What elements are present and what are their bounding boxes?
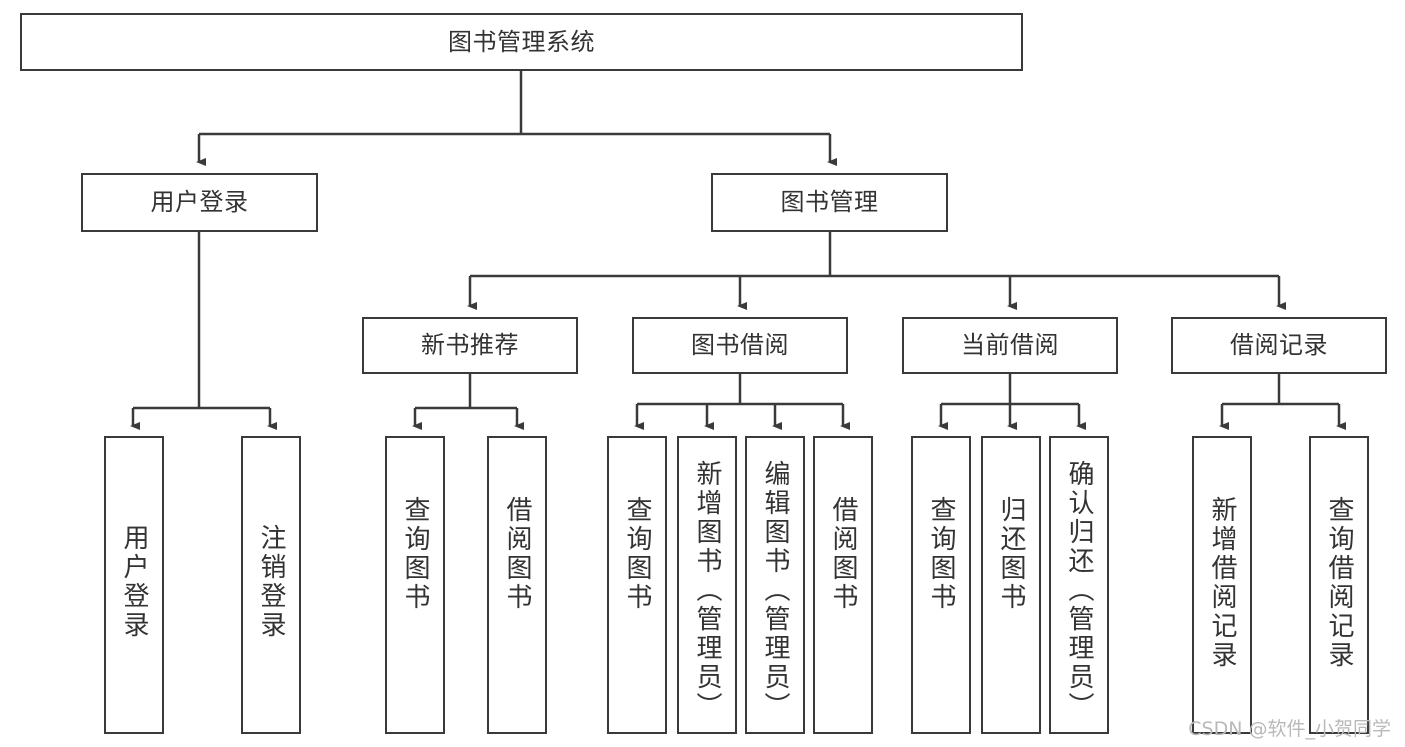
leaf-query-book-nb[interactable]: 查询图书 bbox=[385, 436, 445, 734]
node-new-book-recommend[interactable]: 新书推荐 bbox=[362, 317, 578, 374]
leaf-query-book-cb-label: 查询图书 bbox=[926, 496, 956, 612]
node-book-management-label: 图书管理 bbox=[780, 188, 879, 217]
leaf-borrow-book-bb-label: 借阅图书 bbox=[828, 496, 858, 612]
leaf-logout[interactable]: 注销登录 bbox=[241, 436, 301, 734]
leaf-borrow-book-nb[interactable]: 借阅图书 bbox=[487, 436, 547, 734]
node-book-borrow[interactable]: 图书借阅 bbox=[632, 317, 848, 374]
node-current-borrow-label: 当前借阅 bbox=[961, 331, 1059, 360]
node-borrow-record-label: 借阅记录 bbox=[1230, 331, 1328, 360]
watermark-text: CSDN @软件_小贺同学 bbox=[1188, 718, 1391, 740]
leaf-return-book[interactable]: 归还图书 bbox=[981, 436, 1041, 734]
leaf-edit-book-admin[interactable]: 编辑图书（管理员） bbox=[745, 436, 805, 734]
leaf-query-book-bb-label: 查询图书 bbox=[622, 496, 652, 612]
leaf-query-borrow-record-label: 查询借阅记录 bbox=[1324, 496, 1354, 670]
leaf-logout-label: 注销登录 bbox=[256, 524, 286, 640]
node-borrow-record[interactable]: 借阅记录 bbox=[1171, 317, 1387, 374]
node-user-login-label: 用户登录 bbox=[150, 188, 249, 217]
leaf-confirm-return-admin[interactable]: 确认归还（管理员） bbox=[1049, 436, 1109, 734]
node-new-book-recommend-label: 新书推荐 bbox=[421, 331, 519, 360]
leaf-confirm-return-admin-label: 确认归还（管理员） bbox=[1064, 460, 1094, 721]
leaf-query-book-cb[interactable]: 查询图书 bbox=[911, 436, 971, 734]
leaf-add-borrow-record[interactable]: 新增借阅记录 bbox=[1192, 436, 1252, 734]
node-book-borrow-label: 图书借阅 bbox=[691, 331, 789, 360]
leaf-query-book-nb-label: 查询图书 bbox=[400, 496, 430, 612]
node-book-management[interactable]: 图书管理 bbox=[711, 173, 948, 232]
node-user-login[interactable]: 用户登录 bbox=[81, 173, 318, 232]
node-current-borrow[interactable]: 当前借阅 bbox=[902, 317, 1118, 374]
leaf-edit-book-admin-label: 编辑图书（管理员） bbox=[760, 460, 790, 721]
leaf-query-borrow-record[interactable]: 查询借阅记录 bbox=[1309, 436, 1369, 734]
leaf-borrow-book-bb[interactable]: 借阅图书 bbox=[813, 436, 873, 734]
node-root-label: 图书管理系统 bbox=[448, 27, 595, 56]
leaf-add-book-admin[interactable]: 新增图书（管理员） bbox=[677, 436, 737, 734]
leaf-user-login-label: 用户登录 bbox=[119, 524, 149, 640]
leaf-add-book-admin-label: 新增图书（管理员） bbox=[692, 460, 722, 721]
leaf-return-book-label: 归还图书 bbox=[996, 496, 1026, 612]
leaf-add-borrow-record-label: 新增借阅记录 bbox=[1207, 496, 1237, 670]
leaf-query-book-bb[interactable]: 查询图书 bbox=[607, 436, 667, 734]
node-root[interactable]: 图书管理系统 bbox=[20, 13, 1023, 71]
leaf-borrow-book-nb-label: 借阅图书 bbox=[502, 496, 532, 612]
leaf-user-login[interactable]: 用户登录 bbox=[104, 436, 164, 734]
